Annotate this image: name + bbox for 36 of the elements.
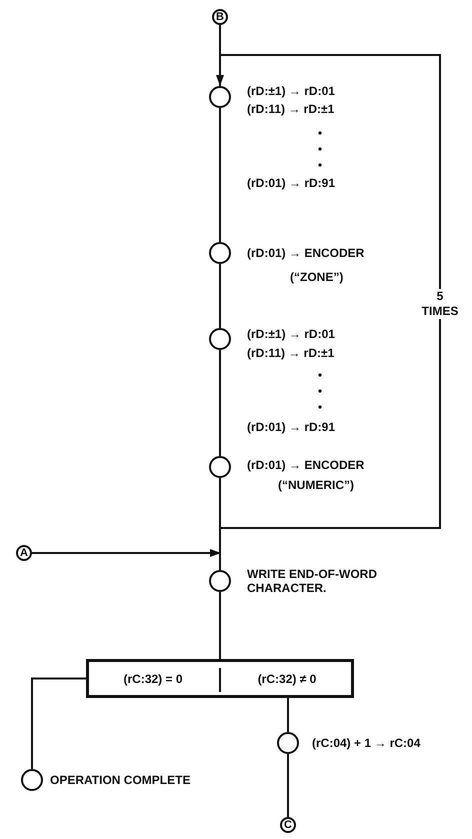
step-text: (rC:04) + 1 → rC:04 — [312, 736, 420, 750]
arrow — [216, 54, 441, 529]
connector-line — [219, 592, 221, 659]
connector-line — [219, 264, 221, 328]
condition-text: (rC:32) = 0 — [122, 670, 184, 688]
connector-circle: B — [212, 9, 228, 25]
connector-circle: C — [280, 817, 296, 833]
connector-line — [287, 698, 289, 732]
step-text: (rD:01) → ENCODER — [247, 458, 364, 472]
step-text: WRITE END-OF-WORD CHARACTER. — [247, 567, 378, 595]
condition-text: (rC:32) ≠ 0 — [256, 670, 318, 688]
connector-line — [31, 678, 86, 769]
connector-line — [219, 478, 221, 570]
step-text: (“ZONE”) — [290, 270, 344, 284]
step-text: (rD:11) → rD:±1 — [247, 102, 334, 116]
connector-circle: A — [16, 545, 32, 561]
step-text: (rD:01) → rD:91 — [247, 176, 336, 190]
arrow — [32, 549, 221, 557]
step-circle — [277, 732, 299, 754]
connector-line — [219, 108, 221, 242]
step-circle — [209, 328, 231, 350]
step-text: (“NUMERIC”) — [278, 478, 354, 492]
decision-box — [86, 659, 354, 698]
connector-line — [287, 754, 289, 817]
connector-line — [219, 350, 221, 456]
step-circle — [21, 769, 43, 791]
step-text: (rD:11) → rD:±1 — [247, 346, 334, 360]
step-text: (rD:±1) → rD:01 — [247, 84, 335, 98]
step-circle — [209, 456, 231, 478]
step-circle — [209, 570, 231, 592]
step-text: OPERATION COMPLETE — [50, 773, 190, 787]
step-text: (rD:±1) → rD:01 — [247, 327, 335, 341]
step-text: (rD:01) → rD:91 — [247, 420, 336, 434]
step-circle — [209, 86, 231, 108]
step-text: (rD:01) → ENCODER — [247, 246, 364, 260]
step-circle — [209, 242, 231, 264]
